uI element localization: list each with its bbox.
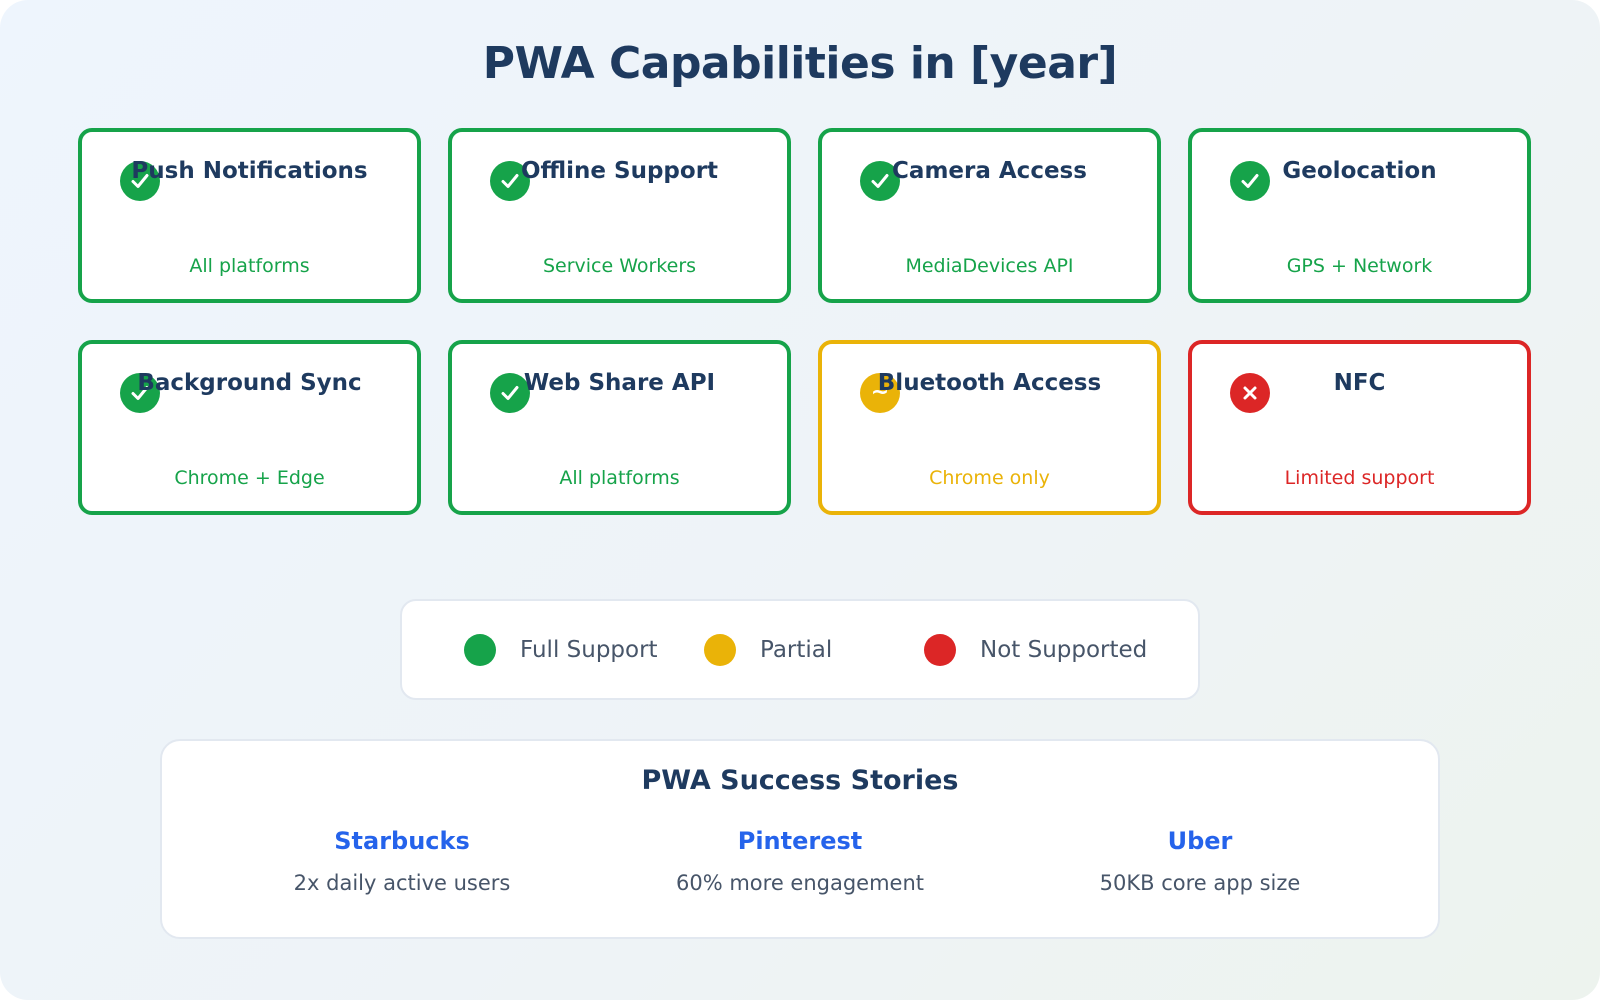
check-icon: [120, 373, 160, 413]
story-company: Pinterest: [737, 827, 863, 855]
story-metric: 60% more engagement: [675, 871, 925, 895]
capability-note: All platforms: [559, 467, 680, 489]
story-metric: 2x daily active users: [293, 871, 511, 895]
capability-name: Camera Access: [892, 158, 1087, 184]
story-starbucks: Starbucks 2x daily active users: [192, 827, 612, 895]
capability-note: All platforms: [189, 255, 310, 277]
yellow-dot-icon: [704, 633, 736, 666]
capability-name: NFC: [1333, 370, 1386, 396]
check-icon: [490, 373, 530, 413]
capability-grid: Push Notifications All platforms Offline…: [78, 128, 1532, 515]
success-stories-panel: PWA Success Stories Starbucks 2x daily a…: [160, 739, 1440, 939]
capability-name: Web Share API: [523, 370, 716, 396]
x-icon: [1230, 373, 1270, 413]
tilde-icon: ~: [860, 373, 900, 413]
capability-name: Bluetooth Access: [877, 370, 1102, 396]
page-title: PWA Capabilities in [year]: [482, 38, 1118, 89]
legend-item-full-support: Full Support: [464, 601, 658, 698]
legend-label: Not Supported: [980, 636, 1148, 663]
capability-name: Background Sync: [137, 370, 362, 396]
capability-card-offline-support: Offline Support Service Workers: [448, 128, 791, 303]
check-icon: [490, 161, 530, 201]
capability-note: Chrome + Edge: [174, 467, 325, 489]
capability-name: Push Notifications: [131, 158, 368, 184]
legend-item-partial: Partial: [704, 601, 832, 698]
capability-note: Service Workers: [542, 255, 697, 277]
red-dot-icon: [924, 633, 956, 666]
legend-item-not-supported: Not Supported: [924, 601, 1147, 698]
capability-card-web-share-api: Web Share API All platforms: [448, 340, 791, 515]
capability-name: Offline Support: [520, 158, 719, 184]
capability-note: Limited support: [1284, 467, 1435, 489]
green-dot-icon: [464, 633, 496, 666]
capability-note: GPS + Network: [1286, 255, 1433, 277]
capability-card-nfc: NFC Limited support: [1188, 340, 1531, 515]
capability-card-geolocation: Geolocation GPS + Network: [1188, 128, 1531, 303]
story-company: Starbucks: [334, 827, 470, 855]
legend: Full Support Partial Not Supported: [400, 599, 1200, 700]
legend-label: Full Support: [520, 636, 658, 663]
capability-note: MediaDevices API: [905, 255, 1074, 277]
capability-name: Geolocation: [1282, 158, 1437, 184]
story-company: Uber: [1167, 827, 1233, 855]
success-stories-title: PWA Success Stories: [641, 765, 959, 796]
check-icon: [1230, 161, 1270, 201]
capability-note: Chrome only: [929, 467, 1050, 489]
check-icon: [120, 161, 160, 201]
check-icon: [860, 161, 900, 201]
capability-card-bluetooth-access: ~ Bluetooth Access Chrome only: [818, 340, 1161, 515]
story-pinterest: Pinterest 60% more engagement: [590, 827, 1010, 895]
story-metric: 50KB core app size: [1099, 871, 1301, 895]
capability-card-background-sync: Background Sync Chrome + Edge: [78, 340, 421, 515]
capability-card-camera-access: Camera Access MediaDevices API: [818, 128, 1161, 303]
capability-card-push-notifications: Push Notifications All platforms: [78, 128, 421, 303]
story-uber: Uber 50KB core app size: [990, 827, 1410, 895]
legend-label: Partial: [760, 636, 833, 663]
